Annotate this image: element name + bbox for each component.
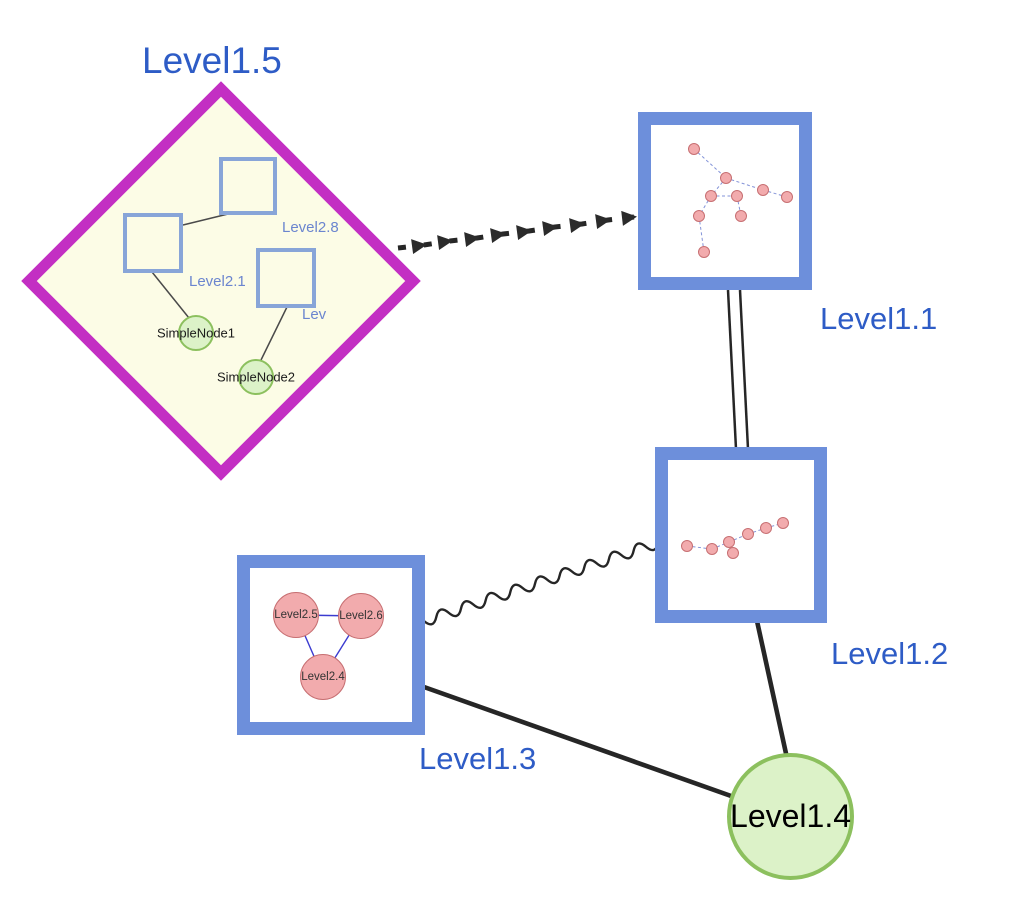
inner-node-level2-1[interactable] bbox=[123, 213, 183, 273]
mini-graph-level1-3-edges bbox=[295, 614, 362, 678]
node-level2-6[interactable]: Level2.6 bbox=[338, 593, 384, 639]
label-level1-5: Level1.5 bbox=[142, 40, 282, 81]
edge-level2-lev-to-simplenode2[interactable] bbox=[260, 306, 288, 361]
inner-node-level2-8[interactable] bbox=[219, 157, 277, 215]
label-level1-3: Level1.3 bbox=[419, 741, 537, 776]
edge-level1-2-to-level1-4[interactable] bbox=[754, 620, 790, 759]
mini-nodes bbox=[688, 143, 793, 258]
edge-level2-8-to-level2-1[interactable] bbox=[182, 213, 229, 226]
group-node-level1-5[interactable] bbox=[21, 81, 421, 481]
label-level1-1: Level1.1 bbox=[820, 301, 938, 336]
edge-level1-5-to-level1-1[interactable] bbox=[397, 210, 637, 255]
node-level1-3[interactable]: Level2.5 Level2.6 Level2.4 bbox=[237, 555, 425, 735]
label-level1-4: Level1.4 bbox=[730, 798, 851, 834]
label-level2-1: Level2.1 bbox=[189, 273, 246, 290]
inner-node-level2-lev[interactable] bbox=[256, 248, 316, 308]
label-level1-2: Level1.2 bbox=[831, 636, 949, 671]
node-level2-4[interactable]: Level2.4 bbox=[300, 654, 346, 700]
edge-level1-3-to-level1-2[interactable] bbox=[422, 537, 660, 626]
node-level1-4[interactable]: Level1.4 bbox=[727, 753, 854, 880]
label-simplenode1: SimpleNode1 bbox=[156, 325, 236, 341]
label-level2-lev: Lev bbox=[302, 306, 327, 323]
node-level2-5[interactable]: Level2.5 bbox=[273, 592, 319, 638]
edge-level1-1-to-level1-2[interactable] bbox=[726, 289, 750, 450]
mini-graph-level1-1 bbox=[688, 143, 793, 258]
label-simplenode2: SimpleNode2 bbox=[216, 369, 296, 385]
edge-level1-3-to-level1-4[interactable] bbox=[423, 684, 749, 805]
label-level2-8: Level2.8 bbox=[282, 219, 339, 236]
node-simplenode1[interactable] bbox=[178, 315, 214, 351]
node-level1-1[interactable] bbox=[638, 112, 812, 290]
node-simplenode2[interactable] bbox=[238, 359, 274, 395]
node-level1-2[interactable] bbox=[655, 447, 827, 623]
mini-nodes bbox=[681, 517, 789, 559]
mini-graph-level1-2 bbox=[681, 517, 789, 559]
edge-level2-1-to-simplenode1[interactable] bbox=[151, 271, 190, 319]
mini-edges bbox=[693, 148, 788, 253]
